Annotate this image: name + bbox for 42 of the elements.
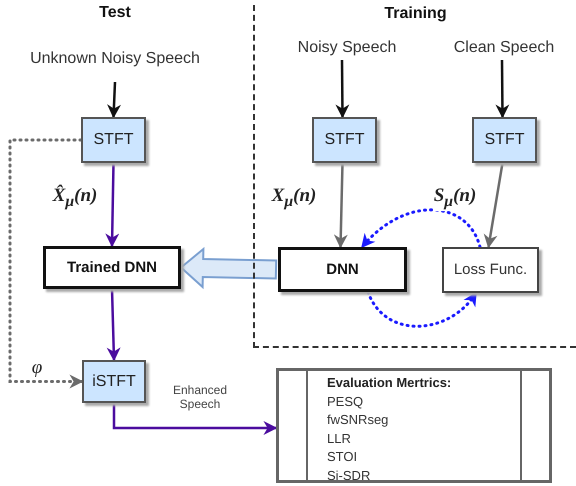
process-box (81, 117, 146, 163)
dotted-arrow (366, 290, 478, 328)
metric-item: Si-SDR (327, 468, 370, 482)
arrow (334, 162, 348, 248)
arrow (107, 82, 122, 118)
box-label: DNN (326, 261, 359, 278)
block-arrow (179, 246, 278, 290)
metric-item: STOI (327, 449, 358, 464)
arrow (484, 162, 504, 248)
box-label: Loss Func. (454, 261, 528, 279)
signal-label: Noisy Speech (274, 36, 420, 60)
box-label: STFT (324, 131, 364, 149)
box-label: iSTFT (92, 372, 136, 390)
process-box (312, 117, 377, 163)
box-label: STFT (94, 131, 134, 149)
edge-label: X$_{μ}$(n) (272, 185, 316, 211)
process-box (442, 247, 539, 293)
process-box (82, 360, 146, 403)
dotted-arrow (360, 208, 482, 248)
edge-label: X̂$_{μ}$(n) (52, 185, 98, 211)
box-label: Trained DNN (66, 259, 157, 276)
process-box (472, 117, 537, 163)
metric-item: PESQ (327, 394, 364, 408)
arrow (335, 60, 350, 118)
signal-label: Clean Speech (430, 36, 576, 60)
signal-label: Unknown Noisy Speech (20, 36, 210, 82)
section-heading: Training (383, 5, 448, 23)
arrow (495, 60, 510, 118)
training-region (253, 5, 576, 348)
network-box (278, 247, 407, 292)
metric-item: fwSNRseg (327, 412, 388, 427)
box-label: STFT (484, 131, 524, 149)
dotted-arrow (8, 138, 84, 388)
metric-item: LLR (327, 430, 351, 446)
arrow (105, 162, 120, 248)
section-heading: Test (98, 4, 132, 22)
network-box (43, 246, 181, 289)
panel-heading: Evaluation Mertrics: (327, 375, 452, 390)
arrow (106, 288, 121, 362)
metrics-panel (276, 368, 552, 483)
arrow (112, 403, 278, 435)
edge-label: S$_{μ}$(n) (434, 185, 476, 211)
